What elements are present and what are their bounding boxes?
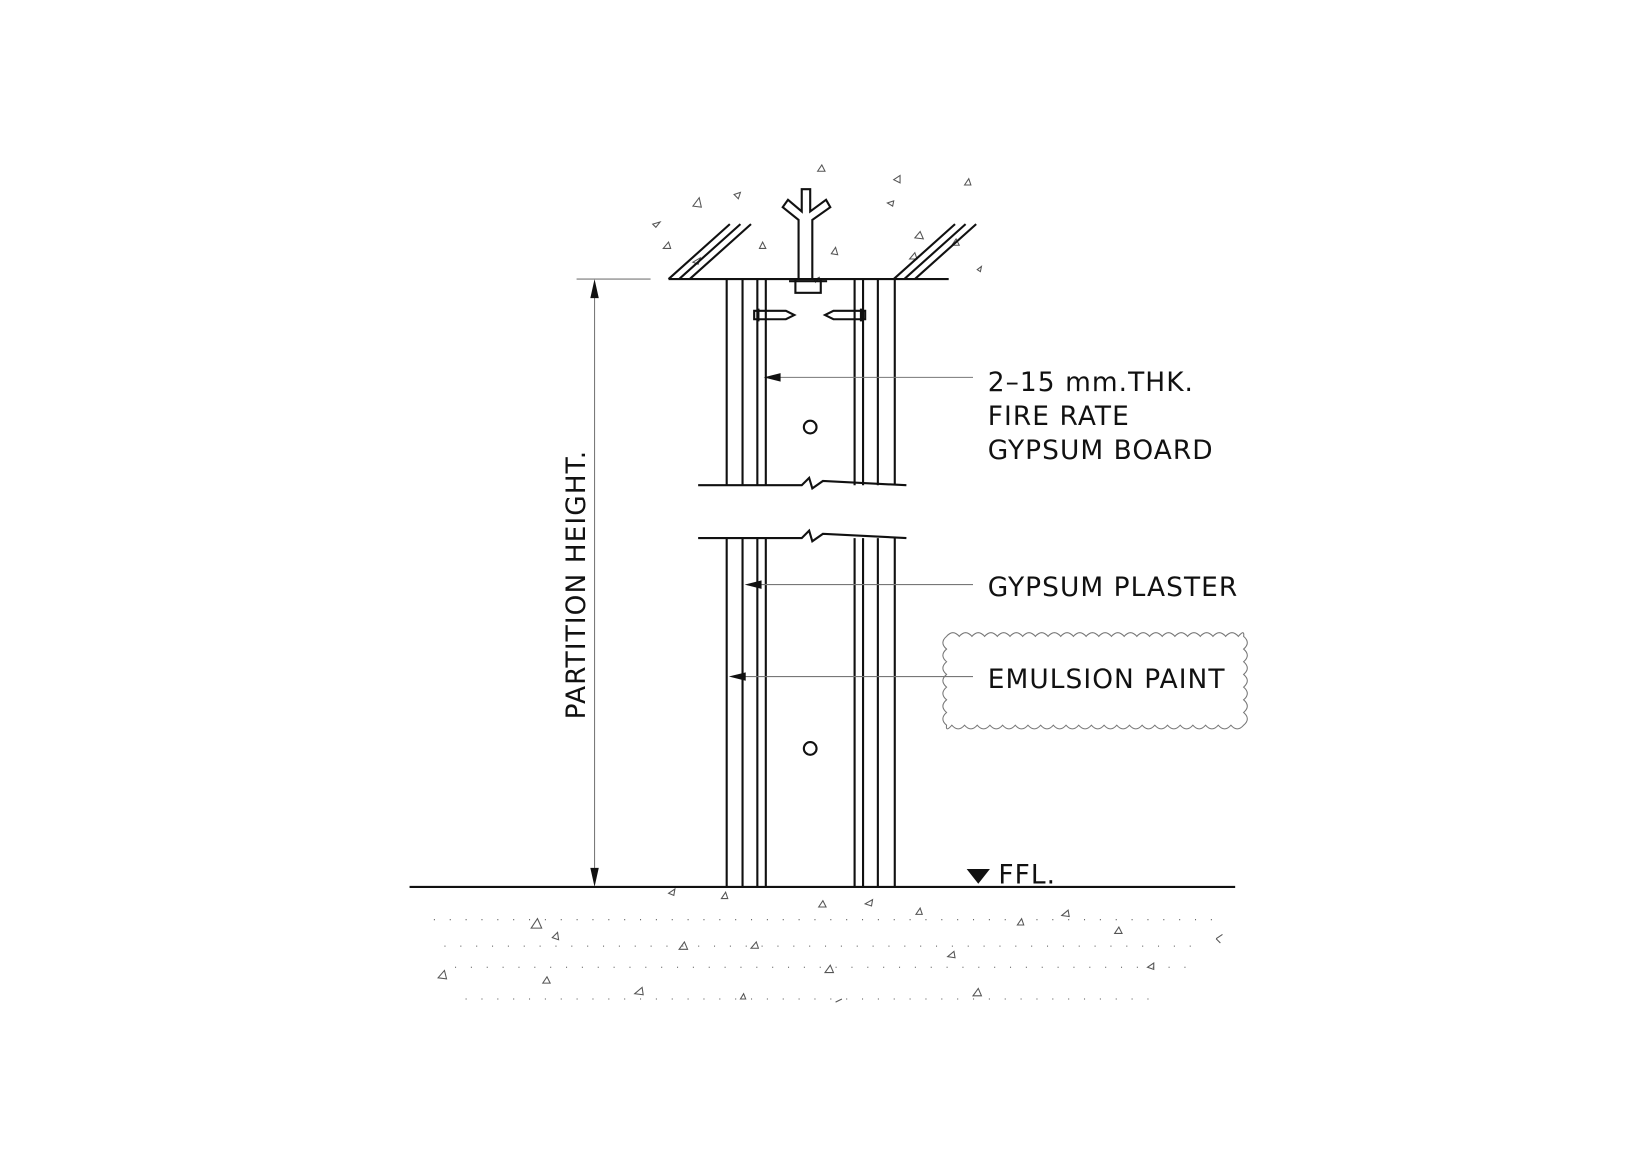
label-board-line1: 2–15 mm.THK.	[988, 367, 1194, 398]
label-partition-height: PARTITION HEIGHT.	[561, 450, 592, 720]
label-plaster: GYPSUM PLASTER	[988, 572, 1238, 603]
stud-hole-icon	[802, 741, 818, 756]
level-marker-icon	[966, 868, 990, 884]
revision-cloud	[942, 632, 1248, 730]
label-board-line2: FIRE RATE	[988, 401, 1130, 432]
partition-wall	[698, 279, 907, 887]
label-board-line3: GYPSUM BOARD	[988, 435, 1214, 466]
stud-hole-icon	[802, 419, 818, 435]
label-ffl: FFL.	[998, 860, 1056, 891]
leaders	[728, 373, 973, 681]
screw-icon	[753, 308, 867, 322]
ceiling-slab	[576, 163, 983, 284]
ceiling-anchor	[781, 188, 832, 294]
label-paint: EMULSION PAINT	[988, 664, 1226, 695]
height-dimension: PARTITION HEIGHT.	[561, 279, 599, 887]
floor-slab: FFL.	[409, 860, 1236, 1003]
